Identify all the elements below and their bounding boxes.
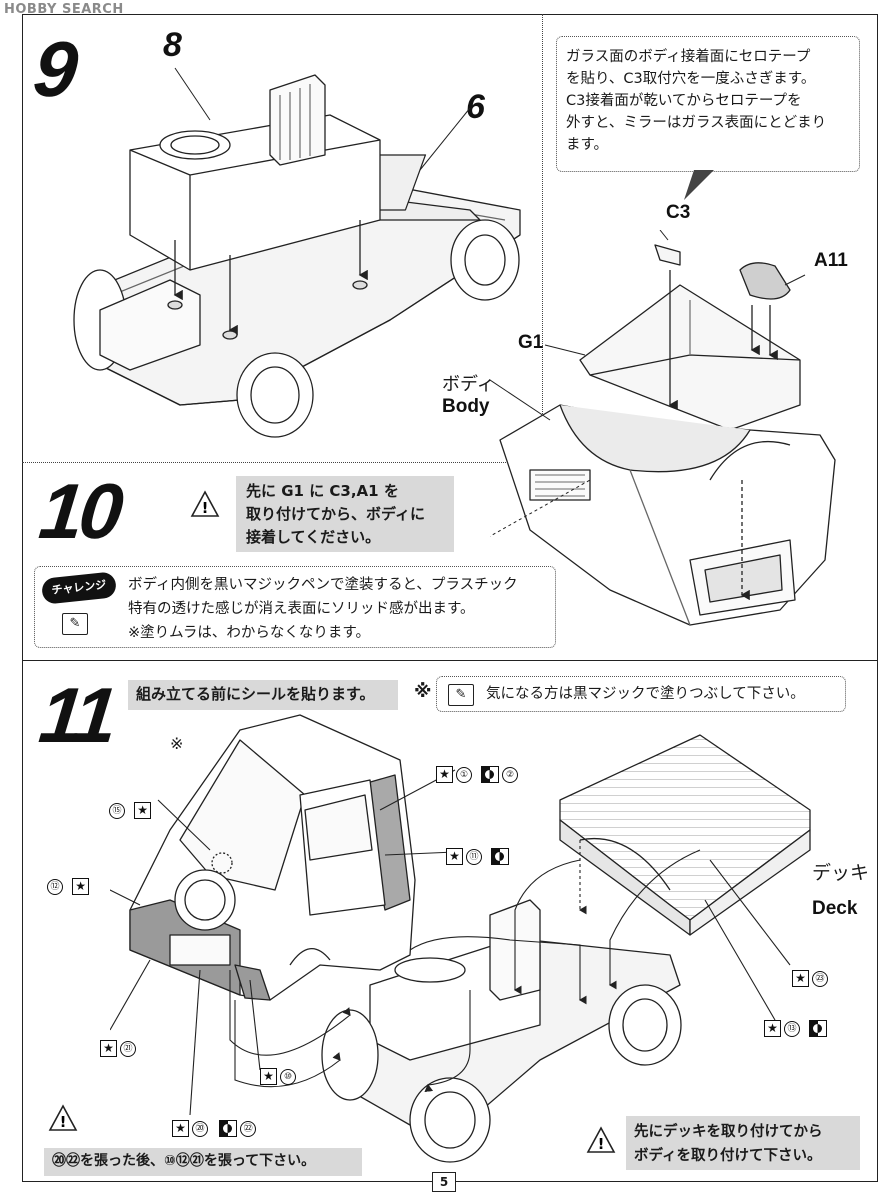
star-sticker-icon: ★	[172, 1120, 189, 1137]
svg-text:!: !	[60, 1113, 67, 1131]
step9-note-line-4: 外すと、ミラーはガラス表面にとどまり	[566, 115, 827, 131]
star-sticker-icon: ★	[134, 802, 152, 819]
decal-icon	[481, 766, 500, 783]
callout-num-22: ㉒	[240, 1120, 257, 1137]
marker-pen-icon: ✎	[62, 613, 88, 635]
watermark: HOBBY SEARCH	[4, 2, 124, 17]
dotted-divider-vertical	[542, 14, 543, 462]
callout-num-11: ⑪	[466, 848, 482, 865]
step-number-11: 11	[35, 671, 118, 759]
page-number: 5	[432, 1172, 456, 1192]
step10-warning-line-2: 取り付けてから、ボディに	[246, 505, 425, 523]
svg-text:!: !	[202, 499, 209, 517]
step-number-10: 10	[35, 467, 124, 555]
marker-pen-icon-2: ✎	[448, 684, 474, 706]
callout-11: ★⑪	[446, 846, 510, 865]
step9-note-line-5: ます。	[566, 137, 609, 153]
part-label-c3: C3	[666, 202, 691, 223]
callout-10: ★⑩	[260, 1066, 296, 1085]
callout-20-22: ★⑳ ㉒	[172, 1118, 257, 1137]
decal-icon	[219, 1120, 238, 1137]
step9-note-line-2: を貼り、C3取付穴を一度ふさぎます。	[566, 71, 816, 87]
star-sticker-icon: ★	[260, 1068, 277, 1085]
callout-num-1: ①	[456, 766, 472, 783]
reference-mark: ※	[414, 681, 432, 702]
note-pointer-icon	[684, 170, 714, 200]
warning-icon-3: !	[586, 1126, 616, 1153]
decal-icon	[809, 1020, 828, 1037]
warning-icon-2: !	[48, 1104, 78, 1131]
callout-12: ⑫ ★	[44, 876, 90, 895]
callout-num-2: ②	[502, 766, 519, 783]
deck-label-en: Deck	[812, 898, 858, 919]
warning-icon: !	[190, 490, 220, 517]
step11-header-note: 気になる方は黒マジックで塗りつぶして下さい。	[486, 686, 805, 702]
part-label-a11: A11	[814, 250, 848, 271]
bottom-right-note-line-2: ボディを取り付けて下さい。	[634, 1148, 822, 1164]
callout-num-23: ㉓	[812, 970, 828, 987]
star-sticker-icon: ★	[436, 766, 453, 783]
section-divider	[22, 660, 878, 661]
challenge-line-3: ※塗りムラは、わからなくなります。	[128, 625, 370, 641]
deck-label-jp: デッキ	[812, 862, 870, 884]
callout-15: ⑮ ★	[106, 800, 152, 819]
step10-warning-line-3: 接着してください。	[246, 528, 381, 546]
part-label-g1: G1	[518, 332, 544, 353]
callout-ref-mark: ※	[170, 734, 184, 753]
step11-header-note-box	[436, 676, 846, 712]
svg-text:!: !	[598, 1135, 605, 1153]
step9-note-line-1: ガラス面のボディ接着面にセロテープ	[566, 49, 811, 65]
callout-23: ★㉓	[792, 968, 828, 987]
star-sticker-icon: ★	[72, 878, 90, 895]
callout-num-12: ⑫	[47, 878, 63, 895]
star-sticker-icon: ★	[446, 848, 463, 865]
challenge-note-box	[34, 566, 556, 648]
callout-num-20: ⑳	[192, 1120, 208, 1137]
callout-21: ★㉑	[100, 1038, 136, 1057]
step10-body-illustration	[490, 230, 836, 626]
callout-1-2: ★① ②	[436, 764, 519, 783]
step9-note-line-3: C3接着面が乾いてからセロテープを	[566, 93, 802, 109]
star-sticker-icon: ★	[764, 1020, 781, 1037]
bottom-right-note-line-1: 先にデッキを取り付けてから	[634, 1124, 823, 1140]
star-sticker-icon: ★	[100, 1040, 117, 1057]
callout-num-15: ⑮	[109, 802, 125, 819]
callout-13: ★⑬	[764, 1018, 828, 1037]
bottom-left-note: ⑳㉒を張った後、⑩⑫㉑を張って下さい。	[44, 1148, 362, 1176]
dotted-divider-horizontal	[22, 462, 542, 463]
step11-header-box: 組み立てる前にシールを貼ります。	[128, 680, 398, 710]
step10-warning-box	[236, 476, 454, 552]
body-label-jp: ボディ	[442, 374, 495, 395]
part-label-8: 8	[163, 26, 182, 64]
challenge-line-2: 特有の透けた感じが消え表面にソリッド感が出ます。	[128, 601, 475, 617]
bottom-right-note-box	[626, 1116, 860, 1170]
callout-num-10: ⑩	[280, 1068, 296, 1085]
callout-num-13: ⑬	[784, 1020, 800, 1037]
callout-num-21: ㉑	[120, 1040, 136, 1057]
step11-assembly-illustration	[110, 714, 811, 1163]
step10-warning-line-1: 先に G1 に C3,A1 を	[246, 482, 399, 500]
body-label-en: Body	[442, 396, 490, 417]
decal-icon	[491, 848, 510, 865]
star-sticker-icon: ★	[792, 970, 809, 987]
step9-chassis-illustration	[73, 67, 521, 438]
challenge-line-1: ボディ内側を黒いマジックペンで塗装すると、プラスチック	[128, 577, 518, 593]
part-label-6: 6	[466, 88, 485, 126]
